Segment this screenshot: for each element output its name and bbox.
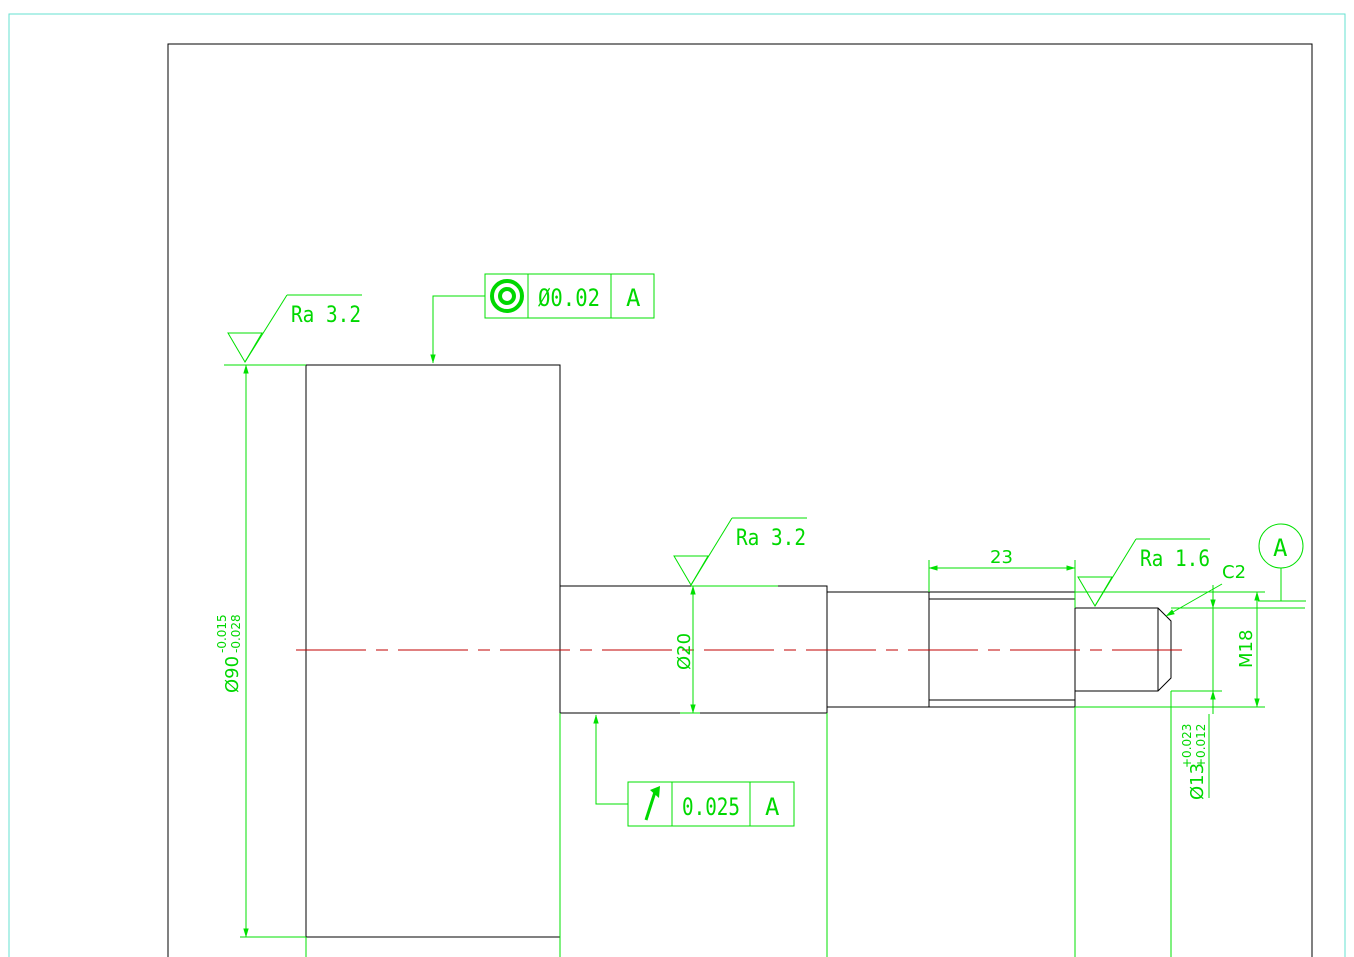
thread-length-dimension: 23: [928, 547, 1076, 608]
sheet-border: [8, 13, 1346, 957]
drawing-frame: [167, 43, 1313, 957]
mid-diameter-dimension: Ø20: [674, 585, 700, 714]
extension-lines: [305, 691, 1172, 957]
large-diameter-lower-tol: -0.028: [229, 614, 243, 653]
thread-dimension: M18: [1075, 591, 1265, 708]
surface-finish-thread: Ra 1.6: [1077, 538, 1210, 607]
surface-finish-large-text: Ra 3.2: [291, 303, 361, 328]
large-diameter-dimension: Ø90 -0.015 -0.028: [215, 364, 306, 938]
small-diameter-dimension: Ø13 +0.023 +0.012: [1171, 585, 1305, 800]
circular-runout-icon: [644, 786, 660, 821]
concentricity-icon: [490, 279, 524, 313]
runout-value: 0.025: [682, 793, 740, 821]
mid-diameter-text: Ø20: [674, 633, 695, 670]
concentricity-tolerance: Ø0.02 A: [430, 273, 655, 364]
runout-datum: A: [765, 793, 780, 821]
large-diameter-base-text: Ø90: [222, 656, 243, 693]
surface-finish-thread-text: Ra 1.6: [1140, 547, 1210, 572]
large-diameter-section: [305, 364, 561, 938]
surface-finish-mid: Ra 3.2: [673, 517, 807, 587]
runout-tolerance: 0.025 A: [593, 714, 795, 827]
shaft-part: [305, 364, 1172, 938]
concentricity-value: Ø0.02: [538, 284, 600, 312]
datum-a-label: A: [1273, 534, 1288, 562]
thread-text: M18: [1236, 630, 1257, 668]
small-diameter-lower-tol: +0.012: [1194, 724, 1208, 768]
small-diameter-base-text: Ø13: [1187, 763, 1208, 800]
datum-a-symbol: A: [1258, 523, 1306, 602]
surface-finish-large: Ra 3.2: [227, 294, 362, 363]
chamfer-text: C2: [1222, 562, 1246, 583]
surface-finish-mid-text: Ra 3.2: [736, 526, 806, 551]
large-diameter-upper-tol: -0.015: [215, 614, 229, 653]
small-diameter-upper-tol: +0.023: [1180, 724, 1194, 768]
concentricity-datum: A: [626, 284, 641, 312]
thread-length-text: 23: [990, 547, 1013, 568]
